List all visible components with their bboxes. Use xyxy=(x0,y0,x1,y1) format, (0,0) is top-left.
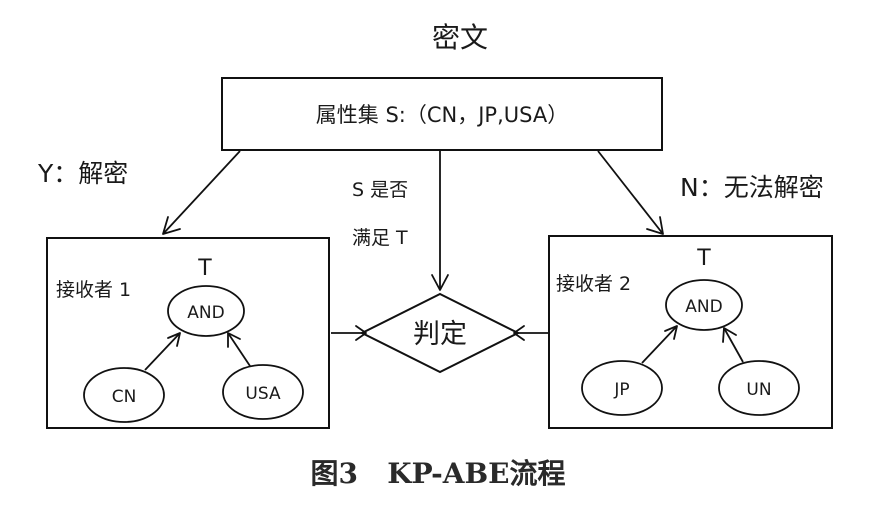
receiver-2-leaf-jp xyxy=(581,360,663,416)
arrow-to-decision xyxy=(431,151,449,291)
receiver-2-edge-un-to-and xyxy=(722,327,744,363)
arrow-to-receiver-2 xyxy=(597,150,664,235)
receiver-1-box: 接收者 1 T AND CN USA xyxy=(46,237,330,429)
receiver-2-box: 接收者 2 T AND JP UN xyxy=(548,235,833,429)
yes-decrypt-label: Y：解密 xyxy=(37,159,128,188)
receiver-2-leaf-un-text: UN xyxy=(746,380,771,400)
receiver-1-leaf-cn xyxy=(83,367,165,423)
arrow-to-receiver-1 xyxy=(162,150,241,235)
receiver-1-leaf-usa-text: USA xyxy=(245,384,281,404)
receiver-2-tree-label: T xyxy=(696,246,711,271)
arrow-receiver-1-to-decision xyxy=(331,325,367,341)
receiver-1-and-node xyxy=(167,285,245,337)
receiver-2-leaf-jp-text: JP xyxy=(613,380,629,400)
receiver-2-label: 接收者 2 xyxy=(556,273,631,295)
receiver-1-tree-label: T xyxy=(197,256,212,281)
receiver-2-and-text: AND xyxy=(685,297,722,317)
receiver-1-edge-usa-to-and xyxy=(227,332,251,367)
decision-text: 判定 xyxy=(413,319,467,350)
receiver-1-leaf-usa xyxy=(222,364,304,420)
receiver-1-and-text: AND xyxy=(187,303,224,323)
attribute-set-text: 属性集 S:（CN，JP,USA） xyxy=(316,103,568,127)
receiver-2-edge-jp-to-and xyxy=(641,325,678,364)
receiver-2-and-node xyxy=(665,279,743,331)
ciphertext-label: 密文 xyxy=(432,21,488,54)
attribute-set-box: 属性集 S:（CN，JP,USA） xyxy=(221,77,663,151)
decision-diamond: 判定 xyxy=(359,292,521,374)
figure-caption: 图3 KP-ABE流程 xyxy=(311,457,566,490)
receiver-1-edge-cn-to-and xyxy=(144,332,181,371)
condition-line-1: S 是否 xyxy=(352,179,408,201)
receiver-2-leaf-un xyxy=(718,360,800,416)
receiver-1-label: 接收者 1 xyxy=(56,279,131,301)
arrow-receiver-2-to-decision xyxy=(513,325,549,341)
receiver-1-leaf-cn-text: CN xyxy=(112,387,137,407)
condition-line-2: 满足 T xyxy=(352,227,408,249)
no-decrypt-label: N：无法解密 xyxy=(680,173,824,202)
